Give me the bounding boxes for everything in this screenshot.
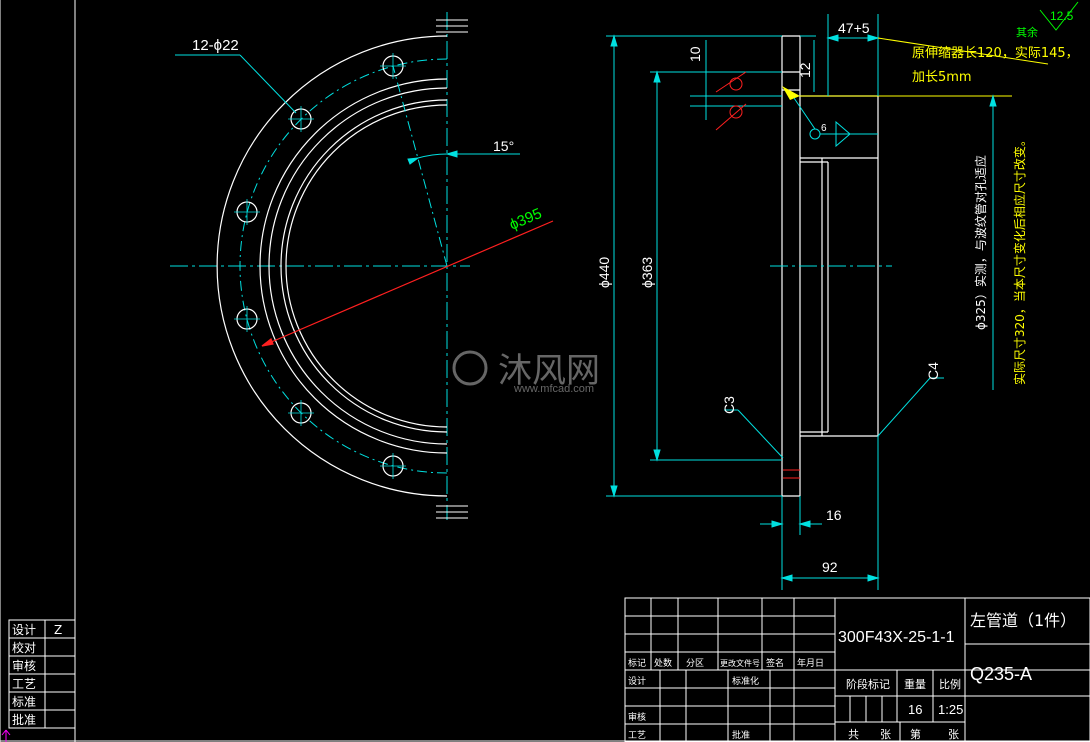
stage-label: 阶段标记 — [846, 677, 890, 691]
ucs-icon — [1, 729, 11, 742]
section-labels: 47+5 10 12 6 ϕ440 ϕ363 C3 C4 16 92 — [596, 20, 941, 575]
section-dimensions — [606, 14, 997, 590]
chamfer-markers — [715, 71, 747, 131]
material: Q235-A — [970, 664, 1032, 684]
front-view: 12-ϕ22 15° ϕ395 — [170, 12, 554, 520]
surface-rest-label: 其余 — [1016, 25, 1038, 39]
watermark-url: www.mfcad.com — [513, 383, 594, 395]
dim-47-label: 47+5 — [838, 20, 870, 36]
title-block-text: 300F43X-25-1-1 左管道（1件） Q235-A 标记 处数 分区 更… — [628, 611, 1076, 741]
part-name: 左管道（1件） — [970, 611, 1076, 630]
section-outline — [781, 35, 879, 497]
holes-label: 12-ϕ22 — [192, 37, 239, 54]
header-change-doc: 更改文件号 — [720, 658, 760, 668]
dia-363-label: ϕ363 — [639, 257, 655, 288]
sheets-unit-2: 张 — [948, 728, 959, 741]
strip-designer-mark: Z — [54, 623, 62, 637]
surface-finish-symbol: 其余 12.5 — [1016, 1, 1079, 39]
sheet-no-label: 第 — [910, 727, 921, 741]
note-vertical-2: 实际尺寸320，当本尺寸变化后相应尺寸改变。 — [1012, 134, 1027, 385]
header-zone: 分区 — [686, 658, 704, 669]
header-mark: 标记 — [628, 657, 646, 669]
strip-row-process: 工艺 — [12, 677, 36, 691]
dim-10-label: 10 — [687, 46, 703, 62]
header-date: 年月日 — [797, 657, 824, 669]
strip-row-approve: 批准 — [12, 712, 36, 727]
total-sheets-label: 共 — [848, 728, 859, 741]
strip-row-review: 审核 — [12, 658, 36, 673]
holes-leader — [175, 54, 297, 114]
dim-12-label: 12 — [797, 62, 813, 78]
strip-row-standard: 标准 — [12, 695, 36, 709]
note-compensator-line2: 加长5mm — [912, 70, 972, 85]
weld-fill — [782, 86, 800, 100]
weld-hatch — [783, 469, 800, 479]
row-review: 审核 — [628, 711, 646, 723]
sheets-unit-1: 张 — [880, 728, 891, 741]
weight-value: 16 — [908, 702, 922, 717]
scale-value: 1:25 — [938, 702, 963, 717]
strip-row-check: 校对 — [12, 640, 36, 655]
front-cut-marks — [436, 19, 468, 519]
row-design: 设计 — [628, 675, 646, 687]
strip-row-design: 设计 — [12, 623, 36, 637]
front-center-lines — [170, 12, 470, 520]
row-standardize: 标准化 — [732, 675, 759, 687]
flange-arcs — [216, 35, 448, 497]
dim-16-label: 16 — [826, 507, 842, 523]
angle-label: 15° — [493, 138, 514, 154]
header-signature: 签名 — [766, 657, 784, 669]
left-strip-labels: 设计 校对 审核 工艺 标准 批准 Z — [12, 623, 62, 727]
chamfer-c3-label: C3 — [721, 396, 737, 414]
header-count: 处数 — [654, 657, 672, 669]
note-compensator-line1: 原伸缩器长120，实际145， — [912, 45, 1079, 61]
vertical-notes: ϕ325）实测，与波纹管对孔适应 实际尺寸320，当本尺寸变化后相应尺寸改变。 — [973, 134, 1027, 385]
bolt-circle — [239, 58, 448, 474]
left-strip-table — [8, 619, 76, 729]
surface-value-label: 12.5 — [1050, 9, 1074, 23]
watermark-cn: 沐风网 — [498, 351, 600, 391]
weld-6-label: 6 — [821, 123, 827, 134]
row-approve: 批准 — [732, 729, 750, 741]
pcd-dimension — [261, 220, 554, 347]
note-vertical-1: ϕ325）实测，与波纹管对孔适应 — [973, 155, 988, 330]
dim-92-label: 92 — [822, 559, 838, 575]
compensator-note: 原伸缩器长120，实际145， 加长5mm — [877, 37, 1079, 85]
scale-label: 比例 — [939, 677, 961, 691]
drawing-number: 300F43X-25-1-1 — [838, 629, 955, 646]
section-view: 47+5 10 12 6 ϕ440 ϕ363 C3 C4 16 92 原伸缩器长… — [596, 14, 1079, 590]
angle-dimension — [392, 65, 520, 267]
pcd-label: ϕ395 — [507, 205, 544, 234]
weight-label: 重量 — [904, 677, 926, 691]
watermark: 沐风网 www.mfcad.com — [452, 350, 600, 395]
dia-440-label: ϕ440 — [596, 257, 612, 288]
title-block — [624, 597, 1090, 742]
chamfer-c4-label: C4 — [925, 362, 941, 380]
row-process: 工艺 — [628, 730, 646, 741]
